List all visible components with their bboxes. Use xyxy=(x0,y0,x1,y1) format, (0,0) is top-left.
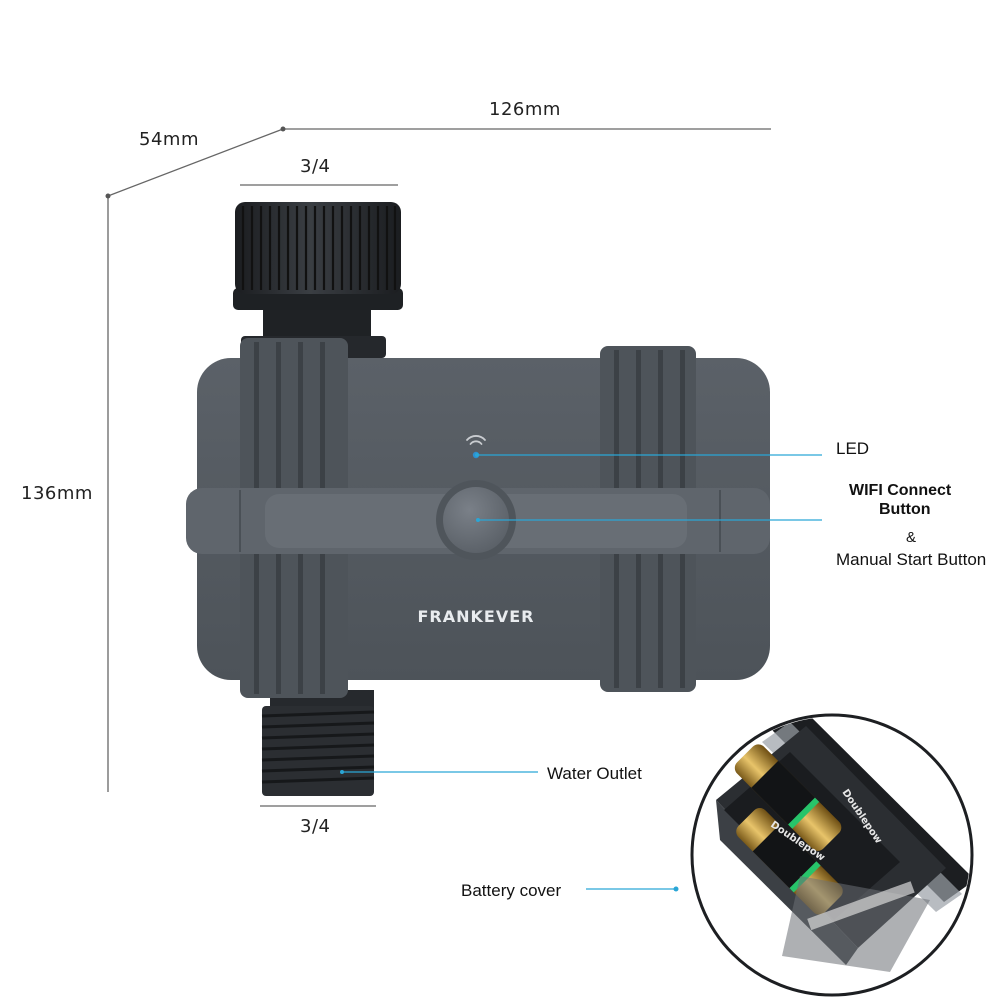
ampersand-label: & xyxy=(906,529,917,546)
height-label: 136mm xyxy=(21,483,93,504)
wifi-connect-label: WIFI Connect xyxy=(849,482,952,499)
callout-dot xyxy=(673,886,679,892)
callout-dot xyxy=(340,770,344,774)
outlet-connector xyxy=(261,690,375,796)
depth-dimension-line xyxy=(107,128,284,197)
dimension-corner-dot xyxy=(280,126,286,132)
wifi-button-label: Button xyxy=(879,501,931,518)
wifi-icon xyxy=(466,435,486,445)
battery-inset: Doublepow Doublepow xyxy=(690,713,974,997)
dimension-corner-dot xyxy=(105,193,111,199)
led-label: LED xyxy=(836,439,870,458)
outlet-size-label: 3/4 xyxy=(300,816,331,837)
timer-body xyxy=(186,338,770,698)
knurling xyxy=(241,206,397,290)
manual-start-label: Manual Start Button xyxy=(836,550,987,569)
depth-label: 54mm xyxy=(139,129,199,150)
inlet-size-label: 3/4 xyxy=(300,156,331,177)
brand-logo: FRANKEVER xyxy=(418,607,535,626)
dimension-lines xyxy=(107,128,771,807)
callout-dot xyxy=(476,518,480,522)
callout-dot xyxy=(475,453,479,457)
callout-lines xyxy=(342,454,822,890)
thread xyxy=(261,710,375,784)
width-label: 126mm xyxy=(489,99,561,120)
battery-cover-label: Battery cover xyxy=(461,881,562,900)
water-outlet-label: Water Outlet xyxy=(547,764,642,783)
inlet-connector xyxy=(233,202,403,360)
